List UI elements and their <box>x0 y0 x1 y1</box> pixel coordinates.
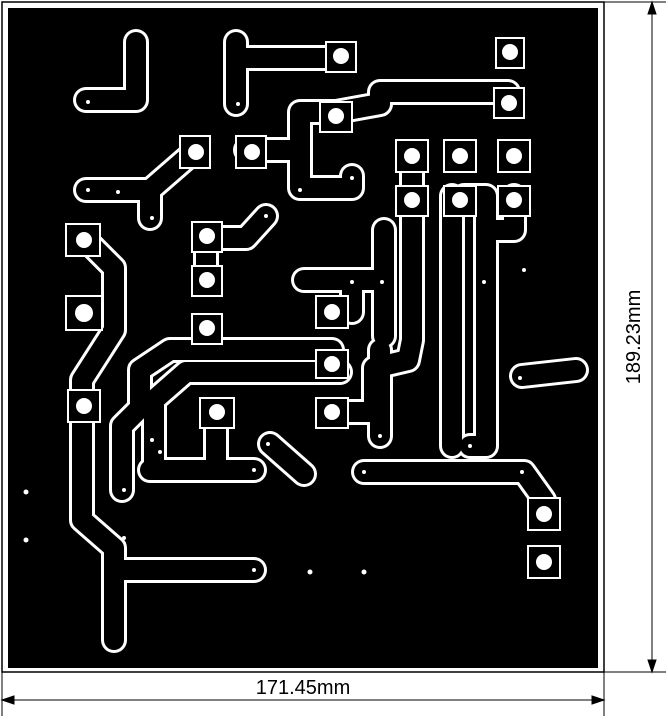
via <box>518 376 522 380</box>
height-dimension-label: 189.23mm <box>623 290 645 385</box>
pad <box>315 397 349 429</box>
via <box>23 489 29 495</box>
pad <box>315 349 349 379</box>
pad <box>179 135 211 169</box>
pad <box>443 139 477 173</box>
pad <box>443 185 477 217</box>
via <box>264 214 268 218</box>
pad <box>325 41 357 73</box>
via-layer <box>23 100 526 575</box>
via <box>252 468 256 472</box>
pad <box>395 139 429 173</box>
pad <box>191 313 223 345</box>
pad <box>315 295 349 329</box>
via <box>158 450 162 454</box>
via <box>361 569 367 575</box>
pad <box>319 101 353 133</box>
dimension-horizontal <box>0 672 606 716</box>
pad <box>191 265 223 297</box>
pad <box>191 221 223 253</box>
dimension-vertical <box>604 0 666 674</box>
pad <box>65 295 103 331</box>
pad <box>65 223 101 257</box>
pad <box>493 87 525 119</box>
via <box>150 216 154 220</box>
via <box>150 438 154 442</box>
via <box>520 470 524 474</box>
via <box>522 268 526 272</box>
pad <box>199 397 235 429</box>
width-dimension-label: 171.45mm <box>256 677 351 699</box>
via <box>350 280 354 284</box>
pad <box>235 135 267 169</box>
pad <box>495 37 525 69</box>
via <box>468 444 472 448</box>
via <box>362 470 366 474</box>
via <box>86 100 90 104</box>
via <box>378 434 382 438</box>
pad-layer <box>65 37 561 579</box>
via <box>350 176 354 180</box>
via <box>298 188 302 192</box>
pad <box>497 185 531 217</box>
via <box>252 568 256 572</box>
pad <box>395 185 429 217</box>
via <box>482 280 486 284</box>
pad <box>527 545 561 579</box>
via <box>307 569 313 575</box>
via <box>116 190 120 194</box>
via <box>23 537 29 543</box>
via <box>86 188 90 192</box>
via <box>122 488 126 492</box>
pad <box>527 497 561 531</box>
pad <box>67 389 101 423</box>
pad <box>497 139 531 173</box>
via <box>380 280 384 284</box>
via <box>266 442 270 446</box>
via <box>236 102 240 106</box>
via <box>122 536 126 540</box>
